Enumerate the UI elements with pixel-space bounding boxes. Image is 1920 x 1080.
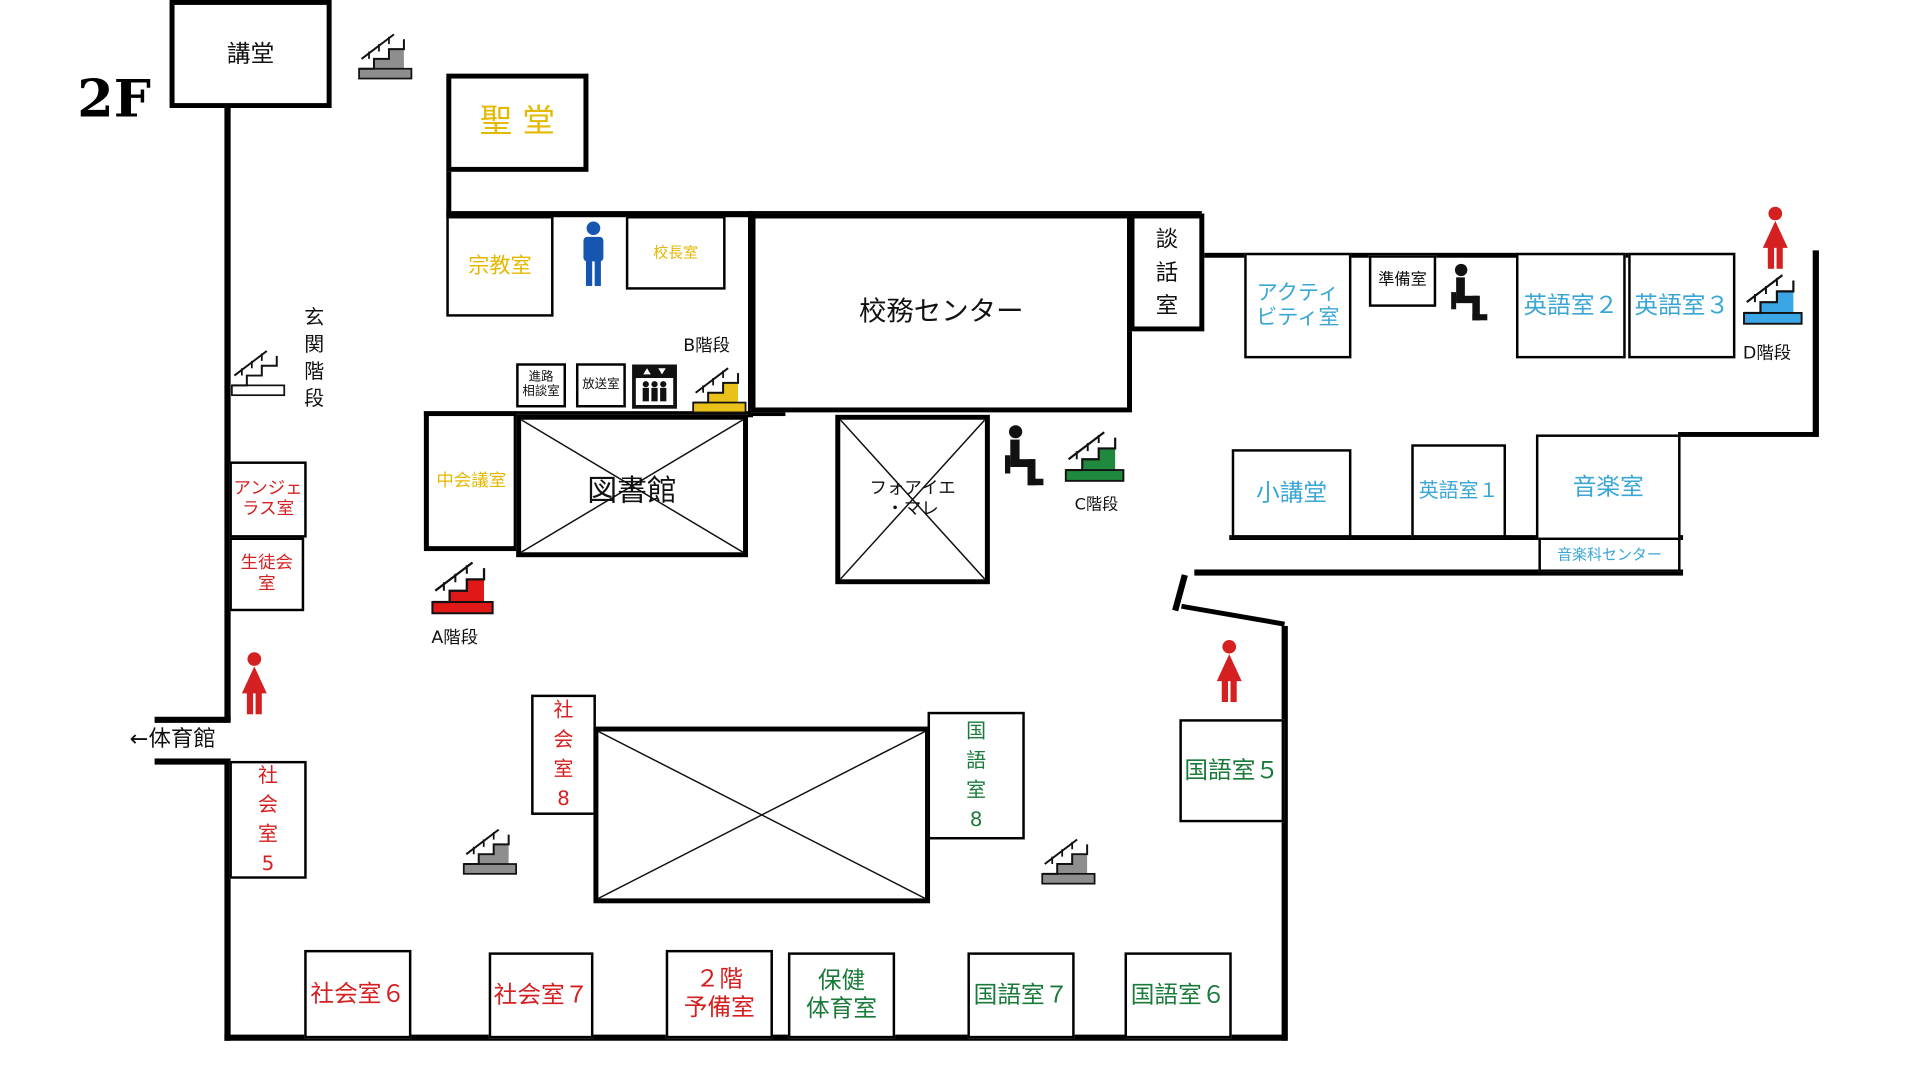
room-shakai6[interactable]: 社会室６ [304, 949, 412, 1039]
female-restroom-icon [1762, 206, 1788, 269]
room-shoukoudou[interactable]: 小講堂 [1231, 449, 1352, 538]
stairs-icon [1041, 838, 1096, 885]
corridor-wall [423, 411, 786, 417]
room-eigo3[interactable]: 英語室３ [1628, 252, 1736, 359]
room-shuukyou[interactable]: 宗教室 [446, 216, 554, 317]
room-eigo2[interactable]: 英語室２ [1515, 252, 1626, 359]
room-koumu[interactable]: 校務センター [750, 213, 1133, 413]
room-ongaku[interactable]: 音楽室 [1535, 434, 1681, 541]
room-hoken[interactable]: 保健 体育室 [787, 952, 896, 1039]
wheelchair-icon [1451, 263, 1488, 321]
room-seito[interactable]: 生徒会 室 [229, 537, 305, 612]
stairs-icon [1743, 274, 1803, 325]
room-angelus[interactable]: アンジェ ラス室 [229, 461, 307, 538]
gym-direction-link[interactable]: ←体育館 [129, 726, 216, 753]
corridor-wall [446, 169, 452, 219]
room-shakai5[interactable]: 社 会 室 5 [229, 760, 307, 879]
room-eigo1[interactable]: 英語室１ [1411, 444, 1507, 538]
stairs-icon [462, 828, 518, 875]
corridor-wall [224, 760, 231, 1041]
room-seidou[interactable]: 聖 堂 [446, 73, 589, 172]
room-activity[interactable]: アクティ ビティ室 [1244, 252, 1352, 359]
corridor-wall [224, 105, 231, 722]
room-danwa[interactable]: 談 話 室 [1129, 213, 1205, 332]
library-label: 図書館 [587, 473, 677, 509]
room-shakai7[interactable]: 社会室７ [488, 952, 594, 1039]
stairs-icon [358, 33, 413, 80]
room-kouchou[interactable]: 校長室 [625, 216, 726, 290]
room-kokugo6[interactable]: 国語室６ [1124, 952, 1232, 1039]
wheelchair-icon [1004, 425, 1044, 486]
room-kokugo7[interactable]: 国語室７ [967, 952, 1075, 1039]
elevator-icon [632, 364, 677, 409]
label-stairs-a: A階段 [431, 628, 479, 649]
stairs-icon [431, 561, 494, 615]
stairs-icon [692, 367, 747, 414]
foyer[interactable]: フォアイエ ・マレ [835, 414, 990, 585]
corridor-wall [1678, 432, 1818, 437]
room-housou[interactable]: 放送室 [575, 363, 626, 408]
atrium-void [593, 726, 931, 904]
room-shinro[interactable]: 進路 相談室 [516, 363, 567, 408]
stairs-icon [1064, 431, 1125, 482]
room-kokugo8[interactable]: 国 語 室 8 [927, 711, 1025, 840]
room-ongakuka[interactable]: 音楽科センター [1538, 537, 1681, 572]
floor-label: 2F [77, 68, 151, 129]
corridor-wall [1281, 625, 1288, 1041]
female-restroom-icon [241, 652, 267, 715]
room-kokugo5[interactable]: 国語室５ [1179, 719, 1285, 823]
foyer-label: フォアイエ ・マレ [869, 478, 956, 519]
library[interactable]: 図書館 [516, 414, 749, 558]
corridor-wall [1812, 250, 1819, 437]
male-restroom-icon [583, 221, 604, 286]
stairs-icon [231, 350, 286, 397]
room-shakai8[interactable]: 社 会 室 8 [531, 694, 596, 815]
room-chuukaigi[interactable]: 中会議室 [423, 411, 519, 552]
corridor-wall [1194, 569, 1684, 576]
corridor-wall [154, 716, 231, 723]
corridor-wall [1229, 535, 1684, 541]
room-junbi[interactable]: 準備室 [1368, 255, 1437, 307]
room-yobi[interactable]: ２階 予備室 [665, 949, 773, 1039]
label-genkan-stairs: 玄 関 階 段 [304, 305, 325, 411]
label-stairs-d: D階段 [1742, 343, 1792, 364]
corridor-wall [1201, 252, 1736, 258]
corridor-wall [154, 758, 231, 765]
corridor-wall [1181, 603, 1286, 627]
room-koudou[interactable]: 講堂 [169, 0, 332, 109]
label-stairs-c: C階段 [1074, 495, 1119, 515]
label-stairs-b: B階段 [683, 336, 731, 356]
female-restroom-icon [1216, 640, 1242, 703]
